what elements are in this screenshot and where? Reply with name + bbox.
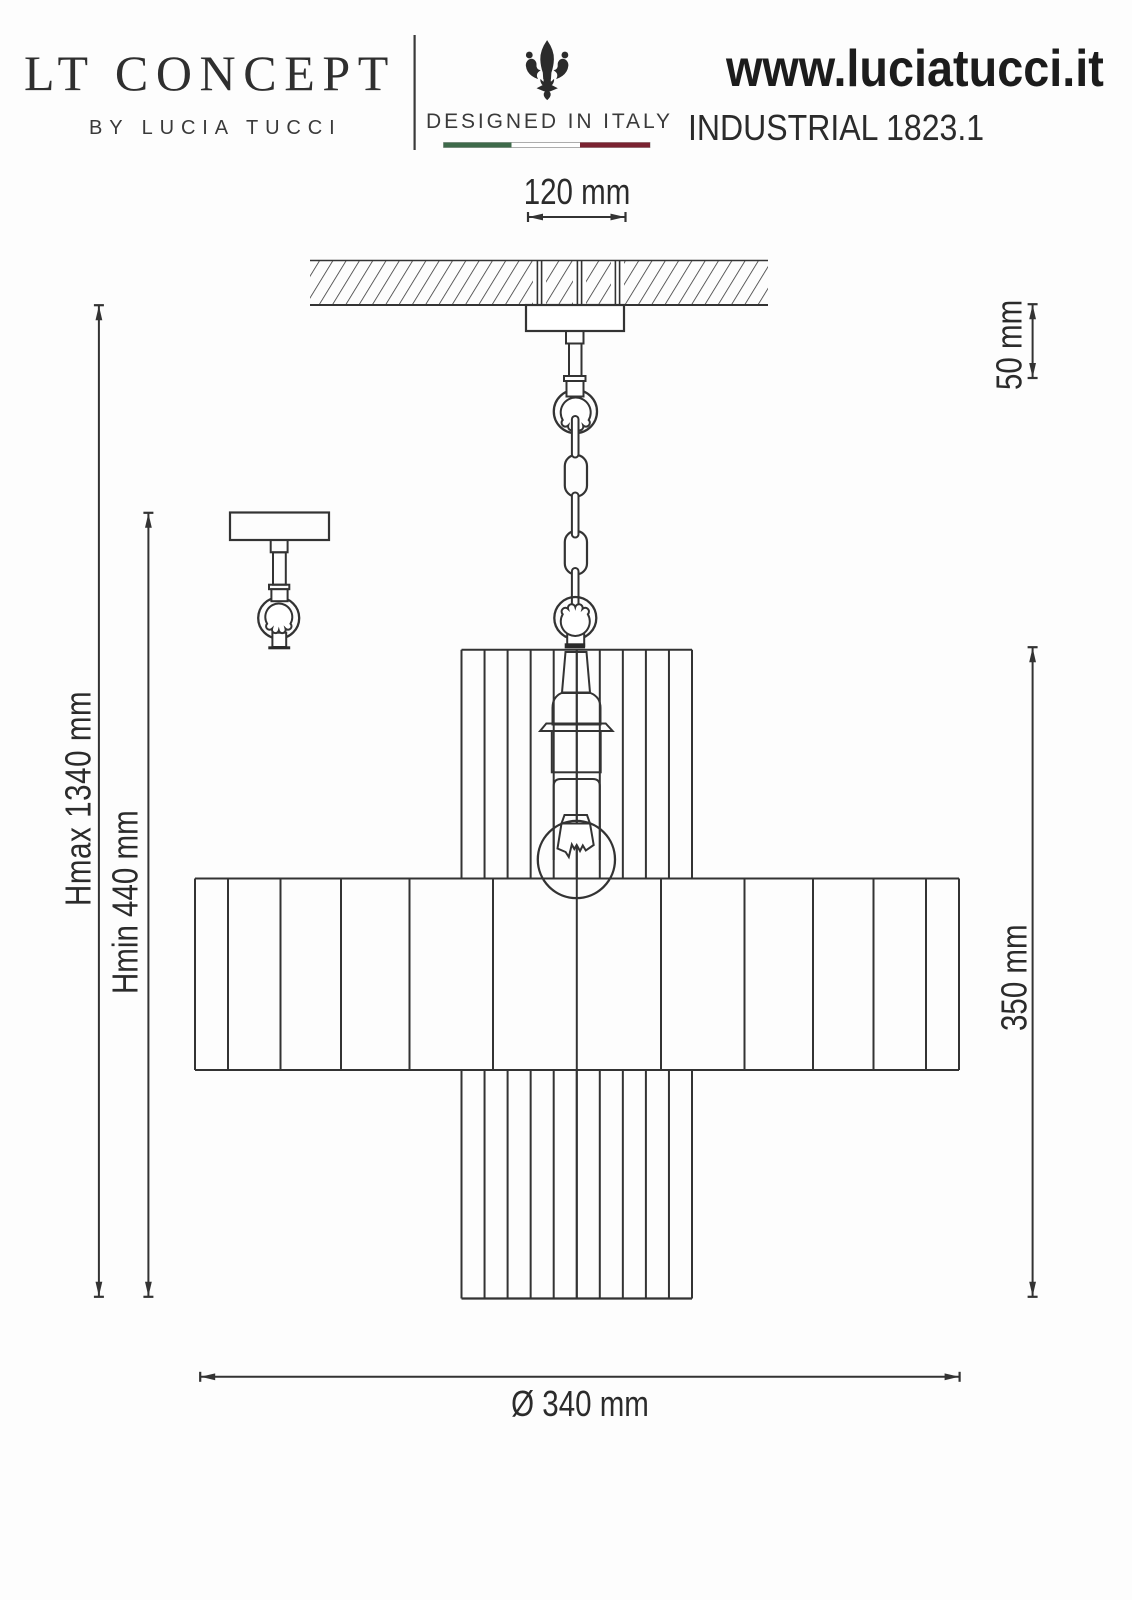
svg-text:350 mm: 350 mm [994,924,1034,1031]
svg-text:www.luciatucci.it: www.luciatucci.it [725,40,1104,98]
svg-text:INDUSTRIAL 1823.1: INDUSTRIAL 1823.1 [688,108,984,148]
svg-text:120 mm: 120 mm [524,171,631,211]
svg-text:50 mm: 50 mm [989,300,1029,390]
svg-text:Hmin 440 mm: Hmin 440 mm [105,810,145,994]
svg-text:LT CONCEPT: LT CONCEPT [24,45,396,101]
svg-text:Ø 340 mm: Ø 340 mm [511,1383,649,1423]
svg-text:BY LUCIA TUCCI: BY LUCIA TUCCI [89,117,342,139]
svg-text:DESIGNED IN ITALY: DESIGNED IN ITALY [426,110,673,133]
svg-text:Hmax 1340 mm: Hmax 1340 mm [58,691,98,906]
